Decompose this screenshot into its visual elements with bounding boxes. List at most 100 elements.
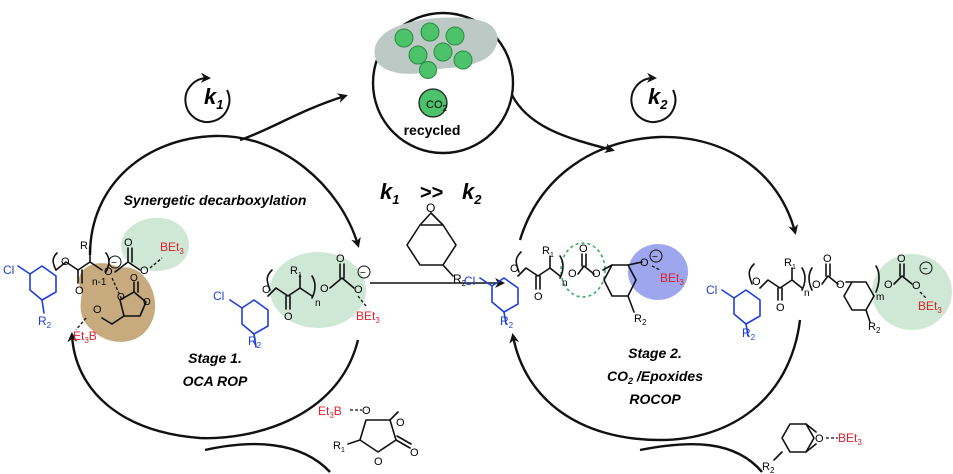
svg-text:O: O [320,283,329,295]
svg-text:O: O [912,280,921,292]
svg-text:O: O [823,253,832,265]
svg-text:O: O [354,284,363,296]
svg-text:BEt3: BEt3 [160,240,184,256]
svg-text:O: O [396,417,405,429]
oca-entry-arc [204,442,331,473]
svg-text:R2: R2 [868,321,881,335]
svg-text:Cl: Cl [464,274,475,288]
svg-text:O: O [510,263,519,275]
svg-text:n: n [804,288,810,299]
k2-badge: k2 [630,72,677,123]
polycarbonate-anion-structure: Cl R2 O O R1 n O O O R2 m O O O − BEt3 [706,253,952,342]
cyclohexyl-cl-4: Cl R2 [706,283,761,342]
svg-text:O: O [534,291,543,303]
co2-recycle-cycle: CO2 recycled [371,11,515,155]
stage2-lower-arc [509,319,802,442]
svg-text:O: O [836,279,845,291]
svg-text:R2: R2 [248,334,262,350]
svg-text:k1: k1 [204,84,223,112]
svg-text:n-1: n-1 [92,277,107,288]
svg-text:O: O [568,268,577,280]
svg-text:O: O [362,405,371,417]
svg-text:O: O [752,276,761,288]
svg-text:O: O [117,292,125,303]
svg-text:−: − [111,258,117,269]
epoxide-bet3-adduct: O BEt3 R2 [762,423,862,474]
epoxide-reagent: O R2 [406,201,467,288]
stage2-title-line1: Stage 2. [628,345,682,361]
svg-text:O: O [61,256,70,268]
stage2-cycle [509,94,802,473]
svg-text:O: O [130,273,138,284]
svg-text:O: O [815,433,824,445]
svg-text:O: O [884,279,893,291]
stage1-upper-right-arc [214,134,361,248]
svg-text:O: O [776,302,785,314]
epoxide-entry-arc [639,442,763,473]
svg-text:O: O [374,456,383,468]
svg-text:R2: R2 [38,314,52,330]
svg-text:Et3B: Et3B [318,404,342,420]
svg-text:O: O [75,285,84,297]
stage1-upper-left-arc [88,134,216,256]
svg-text:O: O [124,237,133,249]
svg-text:R2: R2 [762,461,775,474]
stage1-complex: Cl R2 O O R1 n-1 O − O O BEt3 O O O O [3,217,189,345]
svg-text:−: − [922,264,928,275]
alkoxide-structure: Cl R2 O O R1 n O O O O − BEt3 R2 [464,242,688,330]
cyclohexyl-cl: Cl R2 [3,263,57,330]
tan-highlight [78,263,156,342]
svg-text:O: O [897,253,906,265]
cyclohexyl-cl-2: Cl R2 [213,289,269,350]
k1-badge: k1 [184,72,231,123]
co2-ball-label: CO2 [426,99,448,113]
svg-text:n: n [562,278,568,289]
co2-ball [418,88,448,118]
stage1-cycle [67,93,361,473]
svg-text:Cl: Cl [3,263,14,277]
svg-text:O: O [812,279,821,291]
svg-text:O: O [93,304,102,316]
green-highlight-1 [121,217,189,272]
svg-text:BEt3: BEt3 [918,299,942,315]
svg-text:−: − [652,252,658,263]
svg-text:BEt3: BEt3 [356,309,380,325]
stage2-upper-arc [518,135,799,241]
svg-text:R1: R1 [784,257,796,271]
stage1-lower-arc [67,332,360,440]
stage1-title-line2: OCA ROP [183,373,248,389]
svg-text:R1: R1 [333,440,345,454]
svg-text:k2: k2 [462,179,482,207]
svg-text:O: O [104,266,113,278]
svg-text:BEt3: BEt3 [838,431,862,447]
svg-text:R1: R1 [80,240,92,254]
stage1-caption: Synergetic decarboxylation [124,192,307,208]
svg-text:O: O [592,268,601,280]
green-highlight-2 [270,252,366,328]
svg-text:k1: k1 [380,179,399,207]
svg-text:R2: R2 [634,313,647,327]
carbonate-anion-structure: Cl R2 O O R1 n O O O − BEt3 [213,252,380,350]
svg-text:O: O [426,201,435,215]
rate-comparison: k1 >> k2 [380,179,482,207]
oca-bet3-adduct: Et3B O O O O R1 [318,404,419,468]
svg-text:R2: R2 [500,314,514,330]
svg-text:>>: >> [420,182,443,204]
svg-text:R2: R2 [742,326,756,342]
svg-text:k2: k2 [648,84,668,112]
svg-text:O: O [284,311,293,323]
svg-text:m: m [876,292,884,303]
co2-molecules [394,22,473,79]
from-recycle-arrow [510,94,615,154]
recycle-circle [371,11,515,155]
svg-text:Et3B: Et3B [73,329,97,345]
svg-text:n: n [315,298,321,309]
svg-text:O: O [143,297,151,308]
recycled-label: recycled [404,122,461,138]
cyclohexyl-cl-3: Cl R2 [464,274,519,330]
stage2-title-line3: ROCOP [629,391,681,407]
svg-text:O: O [579,243,588,255]
svg-text:O: O [140,265,149,277]
svg-text:R1: R1 [290,265,302,279]
